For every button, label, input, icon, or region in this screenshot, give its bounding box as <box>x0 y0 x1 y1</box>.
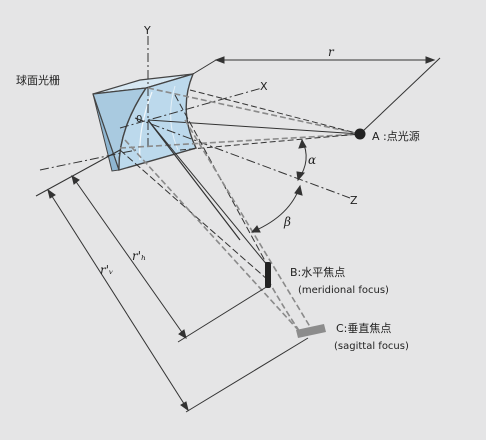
point-source-a <box>354 128 366 140</box>
angle-arcs <box>250 138 307 233</box>
axis-z-label: Z <box>350 194 358 207</box>
r-label: r <box>328 45 335 59</box>
sagittal-subtitle: (sagittal focus) <box>334 341 409 352</box>
normal-line-left <box>39 149 137 171</box>
chief-ray <box>147 119 361 135</box>
sagittal-title: C:垂直焦点 <box>336 321 391 335</box>
ray-to-b-1 <box>119 149 269 281</box>
coordinate-axes <box>39 36 351 199</box>
r-ext-left <box>192 59 217 75</box>
rh-arrow-top <box>71 174 80 185</box>
rh-ext-bottom <box>177 285 269 343</box>
chief-diffracted-ray <box>147 119 269 267</box>
alpha-label: α <box>308 153 316 167</box>
ray-bottom-b <box>179 133 361 151</box>
beta-arc <box>251 185 301 233</box>
meridional-focus-b <box>265 262 271 288</box>
ray-top-a <box>147 87 361 135</box>
axis-x-label: X <box>260 80 268 93</box>
rh-arrow-bottom <box>178 329 187 340</box>
incident-rays <box>119 87 361 151</box>
rv-arrow-top <box>47 188 56 199</box>
axis-y-label: Y <box>143 24 151 37</box>
rv-arrow-line <box>47 189 189 411</box>
ray-to-c-1 <box>124 139 301 333</box>
r-arrow-right <box>425 56 436 64</box>
sagittal-focus-c <box>296 324 326 338</box>
alpha-arrow-top <box>298 138 307 149</box>
axis-z-line <box>134 117 351 199</box>
rh-label: r'ₕ <box>132 249 146 263</box>
focal-distance-dimensions <box>35 149 309 413</box>
meridional-subtitle: (meridional focus) <box>298 285 389 296</box>
diffracted-rays <box>119 94 313 333</box>
solid-diffracted-ray <box>147 119 241 241</box>
rv-label: r'ᵥ <box>100 263 114 277</box>
beta-arrow-top <box>294 184 303 196</box>
beta-arrow-bottom <box>250 225 261 233</box>
ray-to-c-2 <box>184 119 313 331</box>
r-arrow-left <box>214 56 225 64</box>
ray-bottom-a <box>119 133 361 149</box>
ray-top-b <box>189 89 361 135</box>
grating-label: 球面光栅 <box>16 73 60 87</box>
meridional-title: B:水平焦点 <box>290 266 345 279</box>
rv-arrow-bottom <box>180 401 189 412</box>
beta-label: β <box>283 215 291 229</box>
rh-arrow-line <box>71 175 187 339</box>
axis-x-line <box>119 87 263 129</box>
dim-ext-top <box>35 149 121 197</box>
ray-b-to-c <box>267 279 301 333</box>
alpha-arrow-bottom <box>296 171 305 182</box>
r-dimension <box>192 56 441 133</box>
origin-label: 0 <box>136 114 142 125</box>
r-ext-right <box>361 57 441 133</box>
source-label: A :点光源 <box>372 129 420 143</box>
grating-highlight <box>139 91 153 161</box>
rv-ext-bottom <box>185 337 309 413</box>
ray-to-b-2 <box>174 94 271 271</box>
